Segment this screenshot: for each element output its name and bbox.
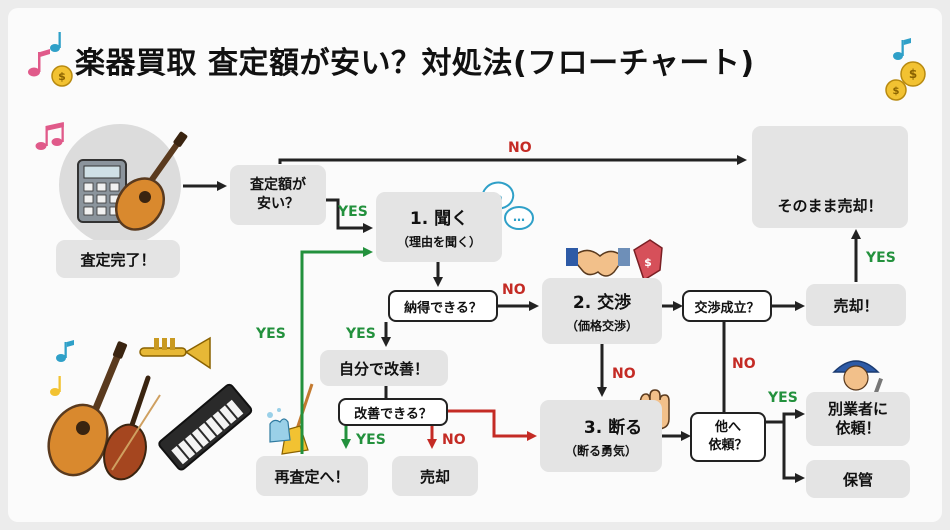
improve-label: 自分で改善！: [338, 359, 429, 378]
label-no-deal: NO: [732, 356, 756, 372]
svg-text:$: $: [909, 67, 917, 81]
arrow-no-to-sell-asis: [278, 155, 747, 165]
question-deal-node: 交渉成立？: [682, 290, 772, 322]
label-yes-other: YES: [768, 390, 798, 406]
arrow-other-to-keep: [782, 422, 805, 483]
negotiate-subtitle: （価格交渉）: [565, 319, 638, 333]
svg-text:$: $: [58, 70, 66, 83]
ask-subtitle: （理由を聞く）: [396, 235, 481, 249]
coin-icon: $: [51, 65, 73, 87]
svg-text:$: $: [893, 86, 900, 97]
music-note-icon: [893, 38, 911, 60]
label-no-improve: NO: [442, 432, 466, 448]
svg-text:$: $: [644, 256, 652, 269]
price-tag-icon: $: [633, 239, 663, 282]
start-label: 査定完了！: [80, 250, 156, 269]
keep-node: 保管: [806, 460, 910, 498]
sell-right-label: 売却！: [833, 296, 879, 315]
label-no-negotiate: NO: [612, 366, 636, 382]
music-note-icon: [56, 340, 74, 362]
question-convinced-label: 納得できる？: [404, 300, 482, 316]
improve-node: 自分で改善！: [320, 350, 448, 386]
music-note-icon: [28, 49, 50, 77]
ask-title: 1. 聞く: [409, 209, 469, 229]
question-deal-label: 交渉成立？: [694, 300, 760, 316]
reassess-label: 再査定へ！: [274, 467, 350, 486]
speech-bubble-icon: ? …: [481, 181, 534, 230]
reassess-node: 再査定へ！: [256, 456, 368, 496]
start-node: 査定完了！: [56, 240, 180, 278]
question-other-label: 他へ 依頼？: [708, 420, 748, 453]
music-note-icon: [50, 32, 61, 52]
refuse-subtitle: （断る勇気）: [564, 444, 637, 458]
label-no-top: NO: [508, 140, 532, 156]
question-improve-node: 改善できる？: [338, 398, 448, 426]
sell-asis-label: そのまま売却！: [777, 197, 883, 215]
keep-label: 保管: [842, 470, 873, 489]
question-improve-label: 改善できる？: [354, 406, 432, 422]
other-vendor-node: 別業者に 依頼！: [806, 392, 910, 446]
arrow-improve-to-refuse: [448, 409, 537, 441]
page-title: 楽器買取 査定額が安い？対処法(フローチャート): [75, 46, 755, 81]
ask-node: 1. 聞く （理由を聞く）: [376, 192, 502, 262]
instruments-illustration: [47, 336, 253, 481]
label-yes-ask: YES: [338, 204, 368, 220]
question-convinced-node: 納得できる？: [388, 290, 498, 322]
label-yes-improve: YES: [356, 432, 386, 448]
question-cheap-label: 査定額が 安い？: [250, 177, 306, 212]
label-yes-convinced: YES: [346, 326, 376, 342]
question-cheap-node: 査定額が 安い？: [230, 165, 326, 225]
negotiate-node: 2. 交渉 （価格交渉）: [542, 278, 662, 344]
arrow-yes-to-other-vendor: [766, 409, 805, 424]
sell-left-label: 売却: [419, 467, 450, 486]
label-yes-sell: YES: [866, 250, 896, 266]
calculator-guitar-icon: [59, 124, 188, 246]
label-yes-reassess: YES: [256, 326, 286, 342]
sell-asis-node: そのまま売却！: [752, 126, 908, 228]
sell-left-node: 売却: [392, 456, 478, 496]
arrow-reassess-loop: [300, 247, 373, 454]
music-notes-icon: [35, 122, 64, 150]
refuse-node: 3. 断る （断る勇気）: [540, 400, 662, 472]
other-vendor-label: 別業者に 依頼！: [827, 399, 888, 438]
handshake-icon: [566, 248, 630, 277]
label-no-convinced: NO: [502, 282, 526, 298]
arrow-yes-to-ask: [326, 198, 373, 233]
refuse-title: 3. 断る: [583, 418, 643, 438]
music-note-icon: [50, 376, 61, 396]
question-other-node: 他へ 依頼？: [690, 412, 766, 462]
sell-right-node: 売却！: [806, 284, 906, 326]
negotiate-title: 2. 交渉: [572, 293, 632, 313]
coins-stack-icon: $ $: [885, 61, 926, 101]
svg-text:…: …: [513, 210, 525, 224]
